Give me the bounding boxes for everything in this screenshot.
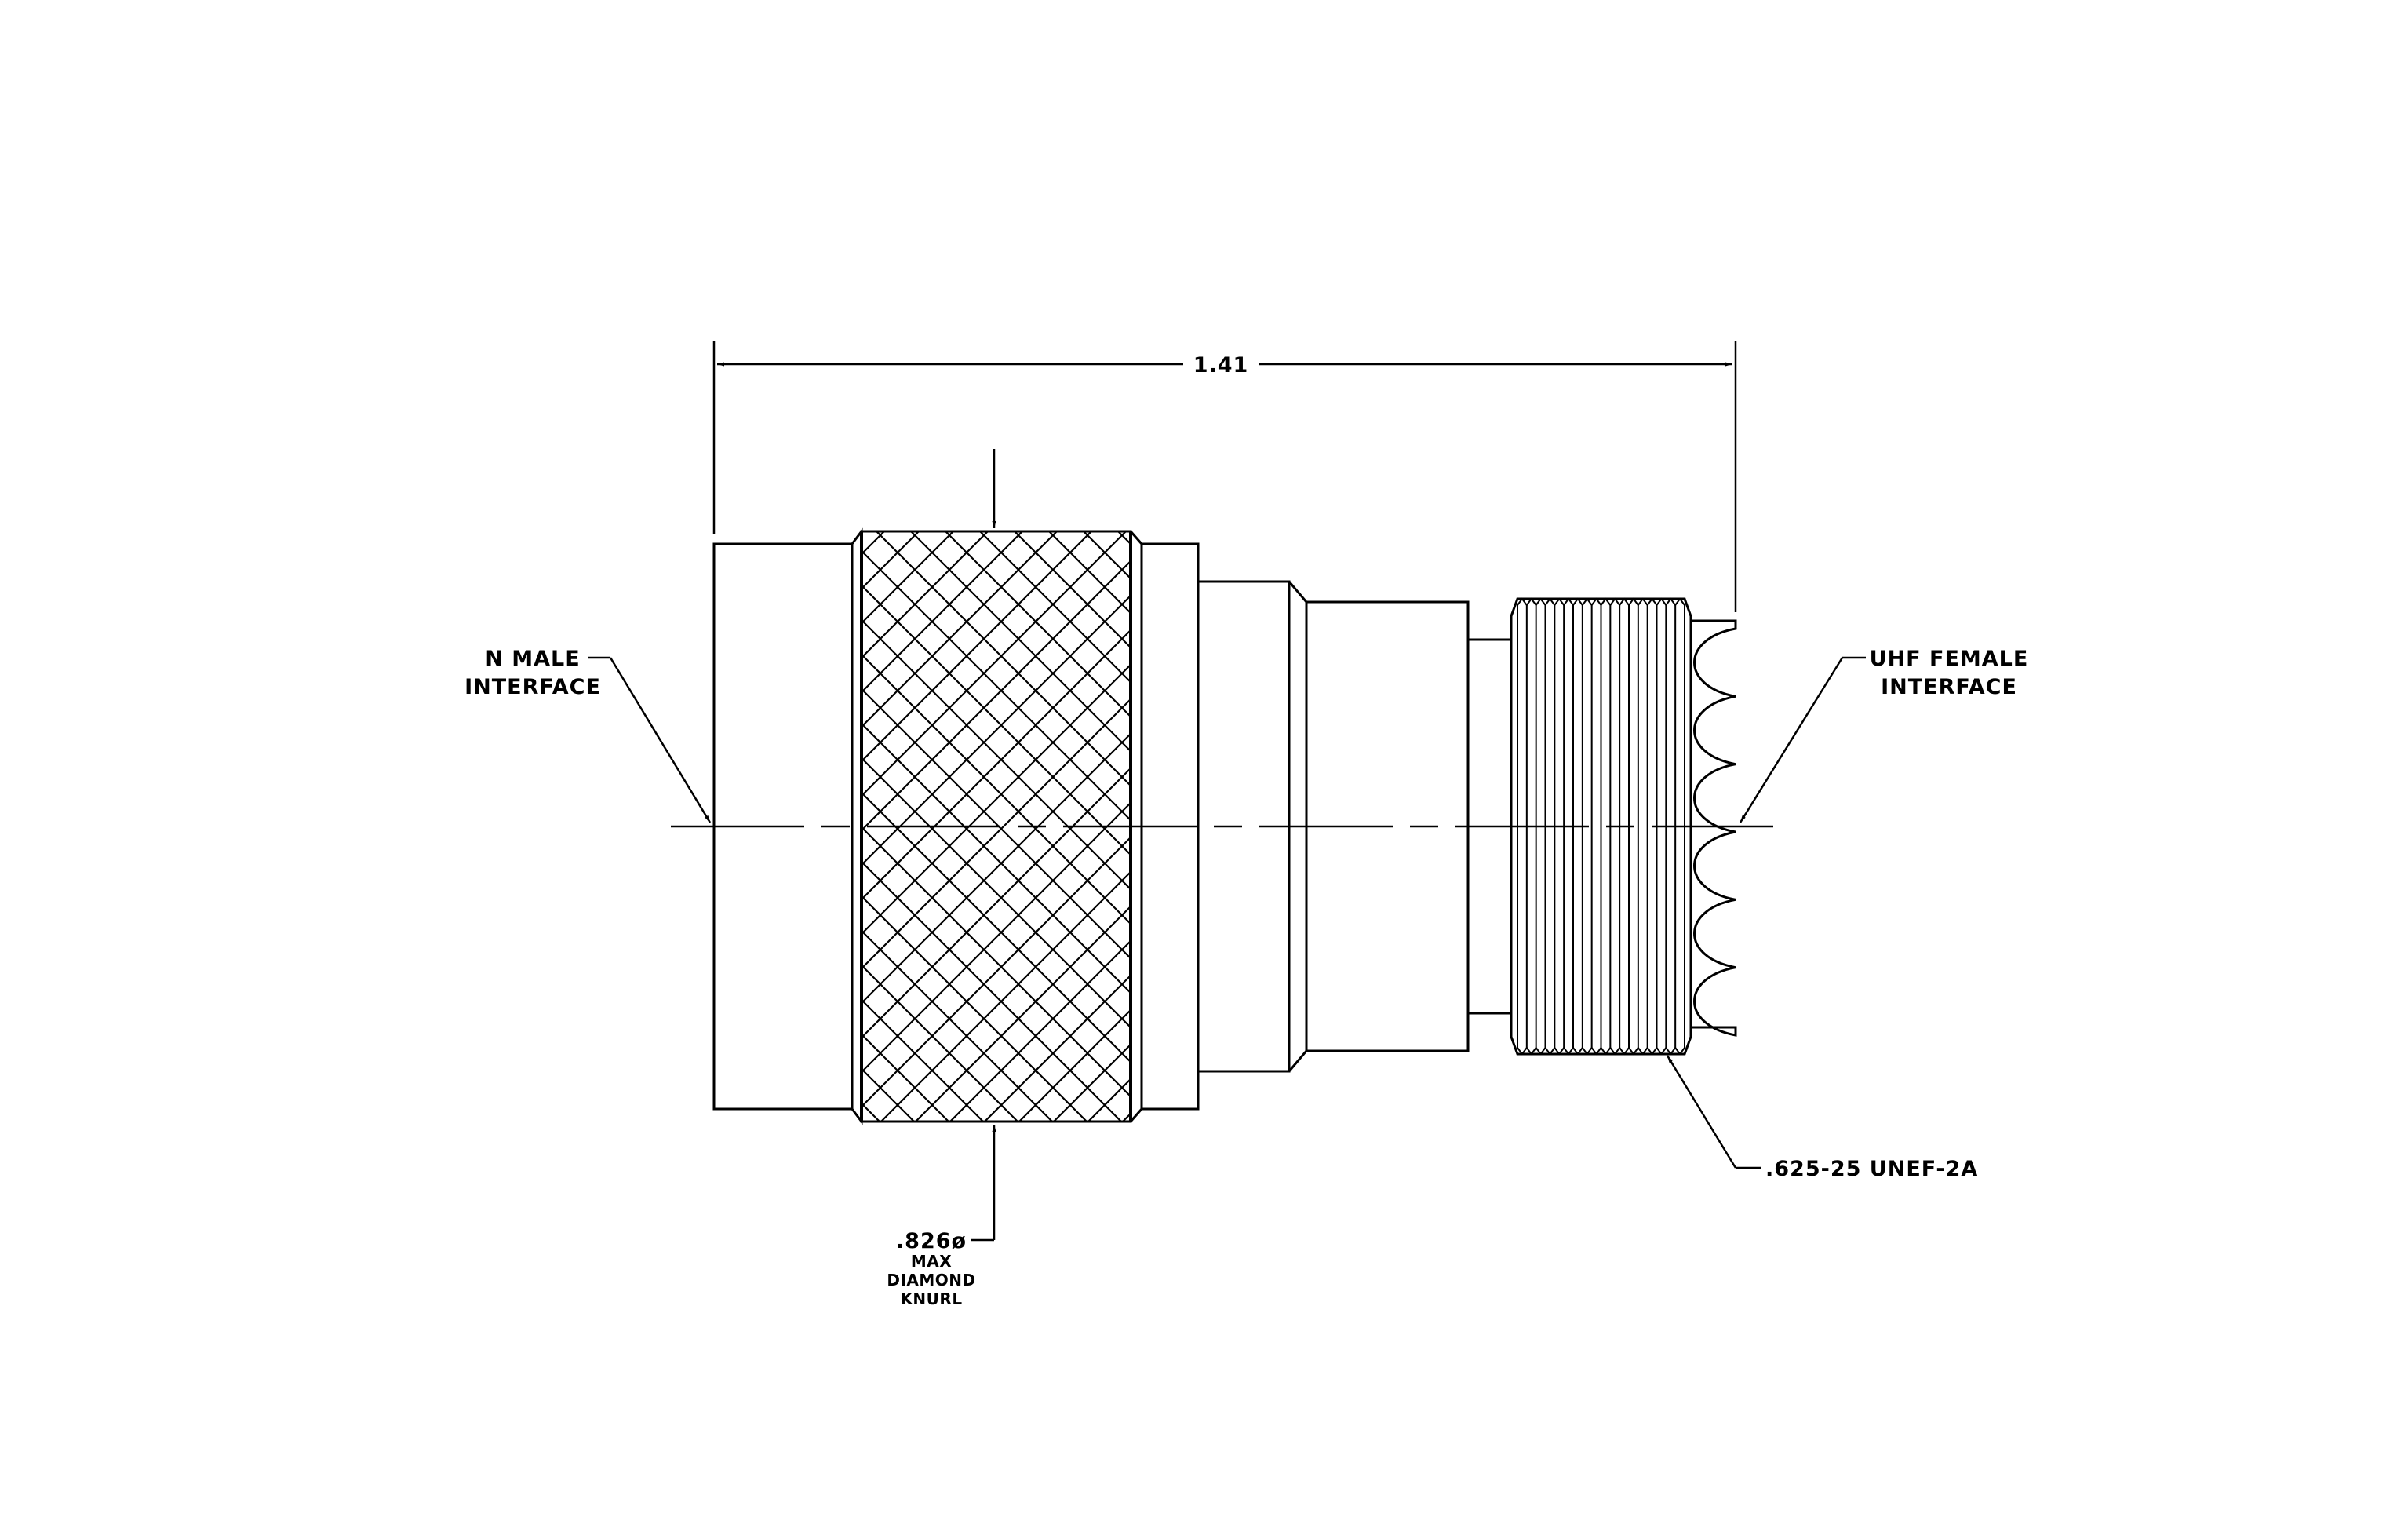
- knurl-max-label: MAX: [911, 1252, 952, 1271]
- knurl-diameter-leader: [971, 449, 996, 1242]
- thread-leader: [1666, 1055, 1761, 1169]
- n-male-label-line1: N MALE: [485, 647, 580, 671]
- thread-tooth: [1544, 597, 1556, 1056]
- thread-tooth: [1674, 597, 1685, 1056]
- thread-tooth: [1572, 597, 1583, 1056]
- thread-tooth: [1517, 597, 1528, 1056]
- thread-tooth: [1554, 597, 1565, 1056]
- uhf-socket-profile: [1691, 619, 1737, 1037]
- thread-tooth: [1526, 597, 1537, 1056]
- thread-tooth: [1563, 597, 1574, 1056]
- thread-tooth: [1628, 597, 1639, 1056]
- thread-tooth: [1656, 597, 1667, 1056]
- dimension-1-41: 1.41: [1193, 353, 1249, 378]
- thread-tooth: [1665, 597, 1676, 1056]
- thread-tooth: [1609, 597, 1620, 1056]
- overall-dimension: [712, 341, 1737, 612]
- thread-tooth: [1535, 597, 1546, 1056]
- thread-tooth: [1590, 597, 1602, 1056]
- knurl-knurl-label: KNURL: [900, 1289, 962, 1308]
- thread-spec-label: .625-25 UNEF-2A: [1765, 1157, 1978, 1181]
- thread-tooth: [1582, 597, 1593, 1056]
- uhf-female-label-line1: UHF FEMALE: [1870, 647, 2029, 671]
- knurl-diameter-label: .826ø: [896, 1229, 967, 1253]
- thread-outline: [1510, 597, 1692, 1056]
- thread-tooth: [1619, 597, 1630, 1056]
- uhf-female-leader: [1739, 656, 1866, 823]
- n-male-label-line2: INTERFACE: [464, 675, 601, 699]
- knurl-diamond-label: DIAMOND: [887, 1271, 975, 1289]
- uhf-female-label-line2: INTERFACE: [1881, 675, 2017, 699]
- thread-tooth: [1600, 597, 1612, 1056]
- thread-tooth: [1638, 597, 1648, 1056]
- n-male-leader: [588, 656, 712, 823]
- thread-tooth: [1646, 597, 1658, 1056]
